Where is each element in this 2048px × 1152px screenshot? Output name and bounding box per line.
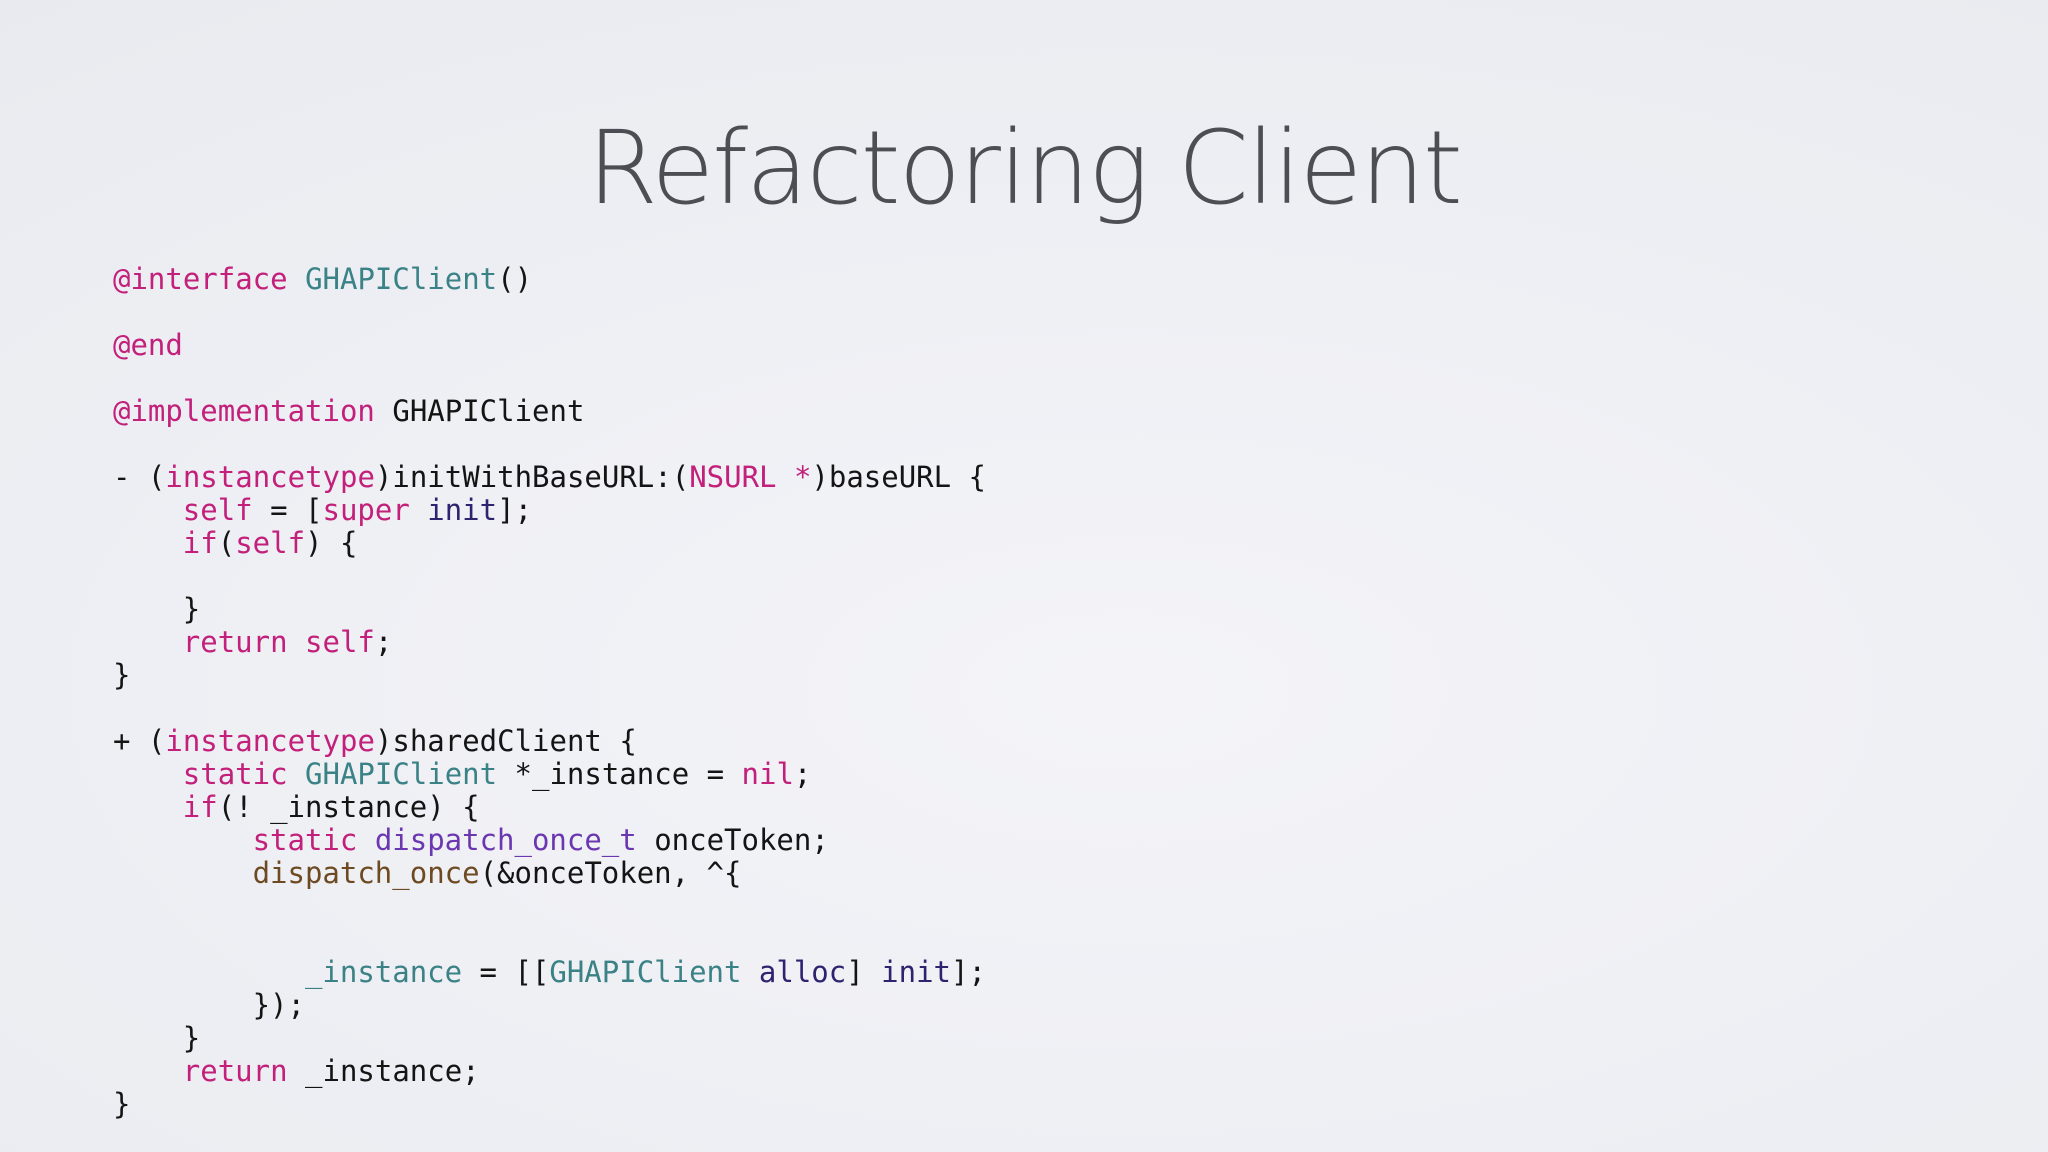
code-token-plain: ;	[374, 625, 393, 659]
code-line: @implementation GHAPIClient	[113, 394, 584, 428]
code-token-plain: ;	[793, 757, 812, 791]
code-line: @end	[113, 328, 183, 362]
code-token-keyword: @implementation	[113, 394, 375, 428]
code-line: @interface GHAPIClient()	[113, 262, 532, 296]
code-token-plain	[288, 625, 305, 659]
code-line: - (instancetype)initWithBaseURL:(NSURL *…	[113, 460, 986, 494]
code-token-func: dispatch_once	[252, 856, 480, 890]
code-token-keyword: self	[182, 493, 253, 527]
code-token-plain: + (	[113, 724, 166, 758]
code-token-keyword: if	[182, 790, 218, 824]
code-token-keyword: if	[182, 526, 218, 560]
code-token-type: dispatch_once_t	[374, 823, 637, 857]
code-token-keyword: @end	[113, 328, 183, 362]
code-token-keyword: instancetype	[165, 460, 375, 494]
code-token-plain	[410, 493, 427, 527]
code-token-method: init	[881, 955, 951, 989]
code-token-plain: GHAPIClient	[374, 394, 585, 428]
code-token-plain	[741, 955, 758, 989]
code-token-plain	[288, 262, 305, 296]
code-token-keyword: nil	[741, 757, 794, 791]
code-token-method: alloc	[758, 955, 847, 989]
code-token-class: GHAPIClient	[305, 757, 498, 791]
code-line: }	[113, 1087, 130, 1121]
code-token-plain: = [[	[462, 955, 550, 989]
code-token-plain: ()	[497, 262, 533, 296]
code-line: }	[183, 1021, 200, 1055]
code-token-plain	[288, 757, 305, 791]
code-token-plain: (! _instance) {	[217, 790, 480, 824]
code-token-plain: *_instance =	[497, 757, 742, 791]
code-token-plain: }	[182, 1021, 201, 1055]
code-token-keyword: static	[182, 757, 288, 791]
code-token-plain: _instance;	[287, 1054, 480, 1088]
code-token-plain: ];	[497, 493, 533, 527]
code-token-plain: }	[113, 1087, 131, 1121]
code-line: static GHAPIClient *_instance = nil;	[183, 757, 812, 791]
code-token-plain: onceToken;	[636, 823, 829, 857]
code-token-class: GHAPIClient	[305, 262, 498, 296]
code-token-plain: - (	[113, 460, 166, 494]
code-line: return self;	[183, 625, 393, 659]
code-line: return _instance;	[183, 1054, 480, 1088]
code-line: });	[253, 988, 305, 1022]
code-token-keyword: return	[182, 625, 288, 659]
code-line: _instance = [[GHAPIClient alloc] init];	[305, 955, 986, 989]
code-token-keyword: self	[305, 625, 375, 659]
code-token-plain: ]	[846, 955, 882, 989]
code-line: + (instancetype)sharedClient {	[113, 724, 637, 758]
code-token-class: GHAPIClient	[549, 955, 742, 989]
code-token-method: init	[427, 493, 498, 527]
code-token-keyword: self	[235, 526, 306, 560]
code-token-plain: });	[252, 988, 305, 1022]
code-token-plain: ];	[951, 955, 986, 989]
code-token-plain: (	[217, 526, 236, 560]
code-token-keyword: super	[322, 493, 410, 527]
code-line: }	[183, 592, 200, 626]
code-token-plain: = [	[252, 493, 323, 527]
code-token-keyword: @interface	[113, 262, 288, 296]
code-token-keyword: static	[252, 823, 358, 857]
code-line: if(self) {	[183, 526, 358, 560]
code-line: if(! _instance) {	[183, 790, 480, 824]
code-token-class: _instance	[304, 955, 463, 989]
code-token-plain: )initWithBaseURL:(	[374, 460, 690, 494]
code-token-plain: )sharedClient {	[374, 724, 637, 758]
code-token-keyword: instancetype	[165, 724, 375, 758]
code-line: static dispatch_once_t onceToken;	[253, 823, 829, 857]
code-token-plain: }	[182, 592, 201, 626]
code-token-keyword: return	[182, 1054, 288, 1088]
code-token-plain: (&onceToken, ^{	[479, 856, 742, 890]
code-line: self = [super init];	[183, 493, 532, 527]
code-token-plain: ) {	[305, 526, 358, 560]
code-token-keyword: NSURL *	[689, 460, 812, 494]
code-token-plain: }	[113, 658, 131, 692]
code-token-plain: )baseURL {	[811, 460, 987, 494]
code-line: dispatch_once(&onceToken, ^{	[253, 856, 742, 890]
slide-title: Refactoring Client	[587, 109, 1463, 228]
code-line: }	[113, 658, 130, 692]
code-token-plain	[357, 823, 374, 857]
